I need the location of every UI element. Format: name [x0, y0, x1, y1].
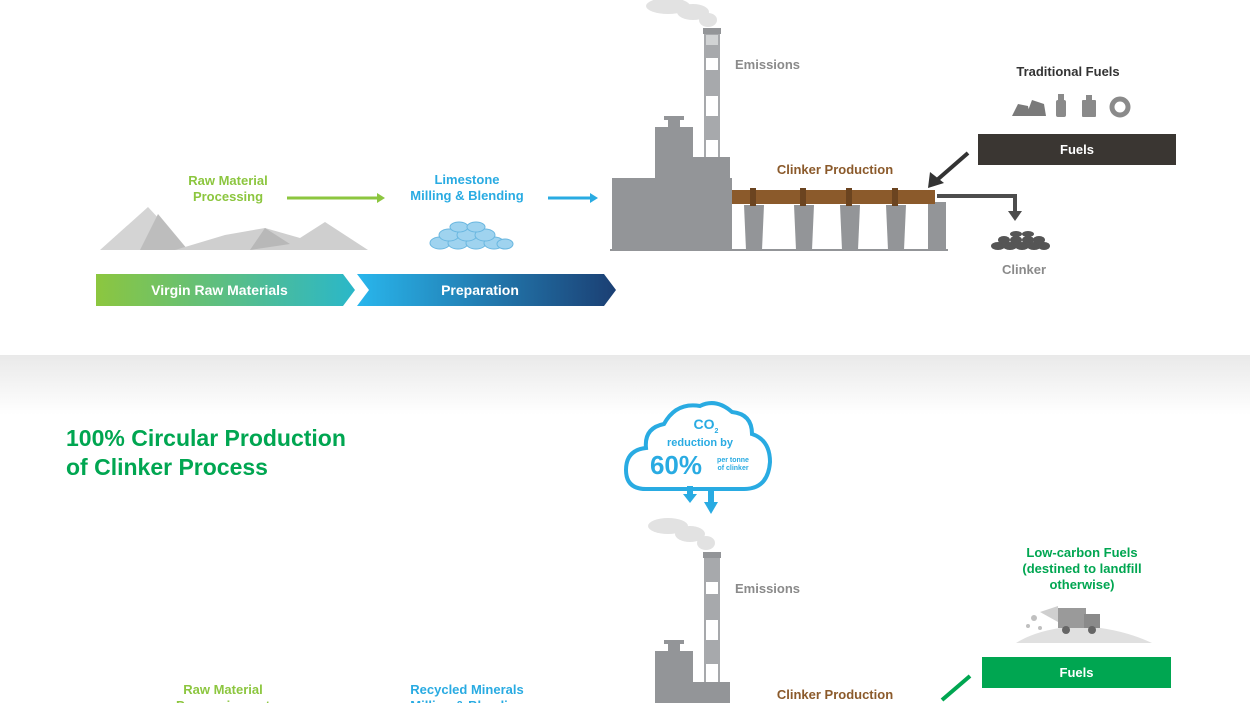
fuels-label-bottom: Fuels: [1059, 665, 1094, 680]
reduction-label: reduction by: [666, 437, 733, 449]
arrow-right-icon: [287, 193, 385, 203]
limestone-label: Limestone Milling & Blending: [410, 172, 524, 203]
per-tonne-label: per tonne of clinker: [717, 457, 749, 472]
page-title: 100% Circular Production of Clinker Proc…: [66, 425, 346, 480]
mountains-icon: [100, 207, 368, 250]
virgin-raw-materials-banner-label: Virgin Raw Materials: [151, 282, 288, 298]
emissions-label-bottom: Emissions: [735, 581, 801, 596]
arrow-down-left-icon: [940, 674, 972, 702]
low-carbon-fuels-label: Low-carbon Fuels (destined to landfill o…: [1022, 545, 1142, 592]
clinker-label: Clinker: [1001, 262, 1047, 277]
arrow-down-left-icon: [928, 151, 970, 188]
fuels-label: Fuels: [1060, 142, 1094, 157]
section-divider: [0, 355, 1250, 415]
clinker-production-label: Clinker Production: [776, 162, 894, 177]
preparation-banner: [357, 274, 616, 306]
garbage-truck-icon: [1016, 606, 1152, 643]
clinker-pile-icon: [991, 231, 1050, 250]
oil-bottle-icon: [1056, 94, 1066, 117]
cloud-icon: [623, 401, 773, 491]
fuel-can-icon: [1082, 95, 1096, 117]
co2-label: CO2: [693, 416, 719, 435]
arrow-right-icon: [548, 193, 598, 203]
raw-material-label-bottom: Raw Material Processing not: [176, 682, 270, 703]
tire-icon: [1109, 96, 1131, 118]
raw-material-label: Raw Material Processing: [188, 173, 268, 204]
fuels-box-green: [982, 657, 1171, 688]
factory-icon: [648, 518, 730, 703]
recycled-minerals-label: Recycled Minerals Milling & Blending: [410, 682, 524, 703]
limestone-pile-icon: [429, 221, 514, 250]
preparation-banner-label: Preparation: [441, 282, 519, 298]
clinker-production-label-bottom: Clinker Production: [776, 687, 894, 702]
coal-icon: [1012, 100, 1046, 116]
virgin-banner: [96, 274, 355, 306]
traditional-fuels-label: Traditional Fuels: [1016, 64, 1120, 79]
fuels-box: [978, 134, 1176, 165]
arrow-down-icon: [683, 486, 718, 514]
percent-label: 60%: [649, 450, 703, 480]
factory-icon: [610, 0, 948, 251]
emissions-label: Emissions: [735, 57, 801, 72]
arrow-down-icon: [937, 194, 1022, 221]
